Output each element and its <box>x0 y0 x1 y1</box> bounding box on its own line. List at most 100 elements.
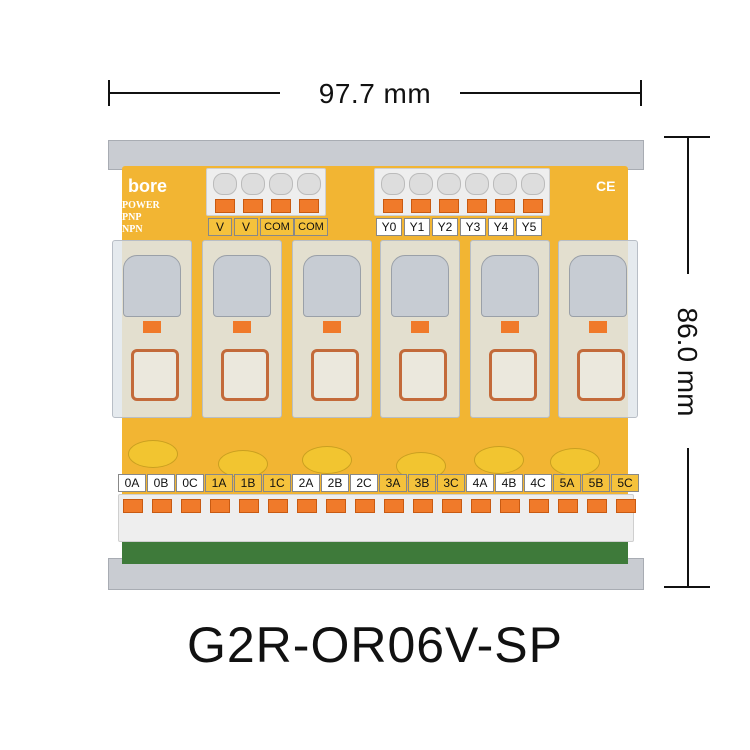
varistor <box>128 440 178 468</box>
terminal-slot <box>381 173 405 195</box>
power-terminal-block <box>206 168 326 216</box>
bottom-label: 3A <box>379 474 407 492</box>
relay-tab <box>501 321 519 333</box>
relay-coil <box>303 255 361 317</box>
bottom-label: 2B <box>321 474 349 492</box>
silk-pnp: PNP <box>122 212 142 223</box>
terminal-lever <box>523 199 543 213</box>
bottom-label: 5C <box>611 474 639 492</box>
brand-logo: bore <box>128 176 168 196</box>
relay-tab <box>233 321 251 333</box>
terminal-lever <box>383 199 403 213</box>
terminal-lever <box>411 199 431 213</box>
silk-power: POWER <box>122 200 160 211</box>
dimension-line <box>687 136 689 274</box>
relay <box>292 240 372 418</box>
terminal-slot <box>213 173 237 195</box>
power-label: V <box>208 218 232 236</box>
relay-tab <box>143 321 161 333</box>
relay-coil <box>123 255 181 317</box>
dimension-tick <box>640 80 642 106</box>
terminal-slot <box>493 173 517 195</box>
terminal-slot <box>521 173 545 195</box>
power-label: COM <box>294 218 328 236</box>
terminal-lever <box>495 199 515 213</box>
relay-coil <box>391 255 449 317</box>
power-label: COM <box>260 218 294 236</box>
terminal-lever <box>384 499 404 513</box>
bottom-label: 0A <box>118 474 146 492</box>
bottom-label: 2A <box>292 474 320 492</box>
bottom-label: 3C <box>437 474 465 492</box>
height-dimension: 86.0 mm <box>664 136 710 588</box>
terminal-lever <box>616 499 636 513</box>
bottom-label: 4B <box>495 474 523 492</box>
dimension-tick <box>664 586 710 588</box>
bottom-terminal-block <box>118 494 636 542</box>
relay-contact <box>311 349 359 401</box>
terminal-slot <box>269 173 293 195</box>
terminal-slot <box>297 173 321 195</box>
terminal-slot <box>409 173 433 195</box>
relay-contact <box>577 349 625 401</box>
terminal-lever <box>529 499 549 513</box>
bottom-label: 1A <box>205 474 233 492</box>
width-label: 97.7 mm <box>318 78 432 109</box>
terminal-lever <box>471 499 491 513</box>
output-label: Y2 <box>432 218 458 236</box>
output-label: Y1 <box>404 218 430 236</box>
terminal-lever <box>299 199 319 213</box>
varistor <box>302 446 352 474</box>
dimension-line <box>687 448 689 588</box>
terminal-lever <box>239 499 259 513</box>
relay <box>470 240 550 418</box>
output-terminal-block <box>374 168 550 216</box>
bottom-label: 5B <box>582 474 610 492</box>
bottom-label: 3B <box>408 474 436 492</box>
varistor <box>550 448 600 476</box>
terminal-lever <box>439 199 459 213</box>
relay <box>112 240 192 418</box>
relay-tab <box>589 321 607 333</box>
silk-npn: NPN <box>122 224 143 235</box>
bottom-label: 1B <box>234 474 262 492</box>
relay-module: bore CE POWER PNP NPN V V COM COM Y0 Y1 … <box>108 140 644 590</box>
terminal-lever <box>442 499 462 513</box>
terminal-slot <box>241 173 265 195</box>
relay-coil <box>569 255 627 317</box>
ce-mark: CE <box>596 178 616 194</box>
terminal-lever <box>271 199 291 213</box>
terminal-lever <box>355 499 375 513</box>
terminal-lever <box>152 499 172 513</box>
bottom-label: 0C <box>176 474 204 492</box>
terminal-lever <box>268 499 288 513</box>
output-label: Y4 <box>488 218 514 236</box>
bottom-label: 0B <box>147 474 175 492</box>
varistor <box>474 446 524 474</box>
bottom-label: 2C <box>350 474 378 492</box>
terminal-lever <box>297 499 317 513</box>
terminal-lever <box>413 499 433 513</box>
terminal-lever <box>210 499 230 513</box>
relay <box>202 240 282 418</box>
relay <box>380 240 460 418</box>
relay-contact <box>131 349 179 401</box>
bottom-label: 4A <box>466 474 494 492</box>
bottom-label: 1C <box>263 474 291 492</box>
relay-tab <box>323 321 341 333</box>
relay-contact <box>221 349 269 401</box>
terminal-slot <box>465 173 489 195</box>
relay <box>558 240 638 418</box>
relay-coil <box>481 255 539 317</box>
height-label: 86.0 mm <box>672 307 703 417</box>
terminal-lever <box>500 499 520 513</box>
dimension-line <box>108 92 280 94</box>
terminal-slot <box>437 173 461 195</box>
varistor <box>218 450 268 478</box>
terminal-lever <box>467 199 487 213</box>
terminal-lever <box>123 499 143 513</box>
terminal-lever <box>326 499 346 513</box>
output-label: Y3 <box>460 218 486 236</box>
silkscreen-labels: POWER PNP NPN <box>122 200 160 236</box>
relay-contact <box>399 349 447 401</box>
